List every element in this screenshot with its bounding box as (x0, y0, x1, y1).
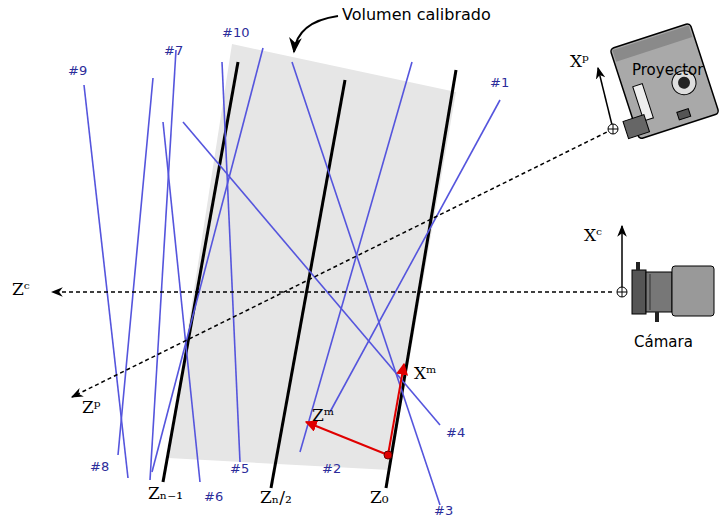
callout-number: #4 (446, 426, 465, 440)
callout-number: #5 (230, 462, 249, 476)
axis-label: Xᶜ (584, 226, 602, 245)
model-origin (384, 451, 392, 459)
callout-number: #8 (90, 460, 109, 474)
axis-label: Zᶜ (12, 280, 30, 299)
projector-x-axis (598, 68, 613, 129)
calibration-lines (84, 48, 500, 505)
axis-label: Zᵖ (82, 398, 101, 417)
projector-origin (608, 124, 618, 134)
callout-number: #1 (490, 76, 509, 90)
callout-number: #2 (322, 462, 341, 476)
callout-number: #9 (68, 64, 87, 78)
callout-number: #7 (164, 44, 183, 58)
camera-axis (52, 291, 612, 293)
device-label: Proyector (632, 62, 703, 79)
axis-label: Xᵐ (414, 364, 437, 383)
callout-arrow (294, 16, 338, 52)
projector-icon (600, 23, 719, 142)
model-x-axis (388, 364, 404, 455)
axis-label: Xᵖ (570, 52, 589, 71)
callout-number: #6 (204, 490, 223, 504)
model-z-axis (306, 422, 388, 455)
axis-label: Zₙ₋₁ (148, 484, 183, 503)
axis-label: Zᵐ (312, 406, 334, 425)
projector-axis (72, 129, 613, 397)
device-label: Cámara (634, 334, 693, 351)
callout-number: #10 (222, 26, 249, 40)
callout-label: Volumen calibrado (342, 6, 491, 24)
callout-number: #3 (434, 504, 453, 518)
camera-x-axis (621, 226, 623, 292)
depth-planes (163, 62, 456, 488)
camera-icon (617, 262, 714, 322)
axis-label: Z₀ (370, 488, 389, 507)
axis-label: Zₙ/₂ (260, 488, 292, 507)
